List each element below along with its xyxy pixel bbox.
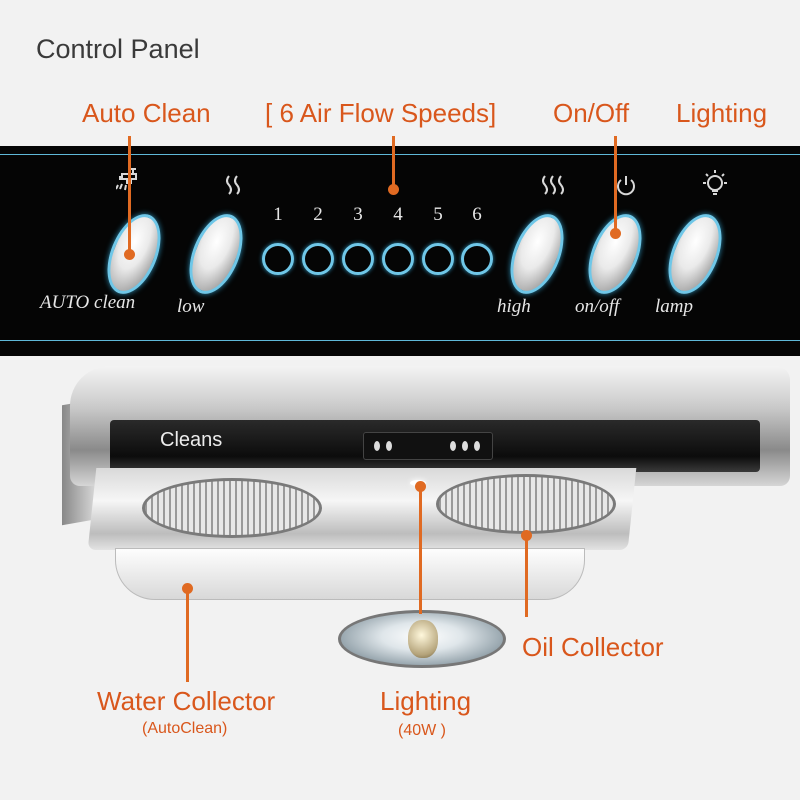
pointer-dot-water-collector xyxy=(182,583,193,594)
mini-button xyxy=(374,441,380,451)
callout-lighting-bottom: Lighting xyxy=(380,686,472,716)
mini-button xyxy=(386,441,392,451)
pointer-dot-oil-collector xyxy=(521,530,532,541)
control-panel: 1 2 3 4 5 6 AUTO clean low high on/off l… xyxy=(0,146,800,356)
pointer-dot-on-off xyxy=(610,228,621,239)
high-airflow-icon xyxy=(540,174,570,202)
low-airflow-icon xyxy=(223,174,245,202)
leader-on-off xyxy=(614,136,617,232)
lightbulb-icon xyxy=(698,168,732,208)
speed-button-5[interactable] xyxy=(422,243,454,275)
leader-air-flow xyxy=(392,136,395,190)
leader-lighting xyxy=(419,488,422,614)
pointer-dot-air-flow xyxy=(388,184,399,195)
page-title: Control Panel xyxy=(36,34,200,64)
callout-oil-collector: Oil Collector xyxy=(522,632,664,662)
mini-button xyxy=(462,441,468,451)
callout-on-off: On/Off xyxy=(553,98,630,128)
fan-right xyxy=(436,474,616,534)
lamp-bulb xyxy=(408,620,438,658)
mini-button xyxy=(450,441,456,451)
label-auto-clean: AUTO clean xyxy=(40,292,136,313)
leader-auto-clean xyxy=(128,136,131,254)
callout-water-collector: Water Collector xyxy=(97,686,276,716)
fan-left xyxy=(142,478,322,538)
panel-border xyxy=(0,154,800,341)
speed-number-5: 5 xyxy=(433,204,443,225)
speed-number-3: 3 xyxy=(353,204,363,225)
water-collector-tray xyxy=(115,548,585,600)
label-low: low xyxy=(177,296,205,317)
leader-water-collector xyxy=(186,590,189,682)
speed-number-4: 4 xyxy=(393,204,403,225)
brand-logo: Cleans xyxy=(160,429,223,451)
speed-number-6: 6 xyxy=(472,204,482,225)
callout-water-collector-sub: (AutoClean) xyxy=(142,720,228,737)
label-on-off: on/off xyxy=(575,296,620,317)
speed-button-2[interactable] xyxy=(302,243,334,275)
callout-lighting-bottom-sub: (40W ) xyxy=(398,722,446,739)
hood-mini-control-panel xyxy=(363,432,493,460)
speed-button-1[interactable] xyxy=(262,243,294,275)
callout-auto-clean: Auto Clean xyxy=(82,98,211,128)
speed-button-3[interactable] xyxy=(342,243,374,275)
pointer-dot-auto-clean xyxy=(124,249,135,260)
label-high: high xyxy=(497,296,531,317)
callout-air-flow-speeds: [ 6 Air Flow Speeds] xyxy=(265,98,497,128)
mini-button xyxy=(474,441,480,451)
speed-number-1: 1 xyxy=(273,204,283,225)
pointer-dot-lighting xyxy=(415,481,426,492)
callout-lighting-top: Lighting xyxy=(676,98,768,128)
faucet-icon xyxy=(115,166,150,202)
speed-button-6[interactable] xyxy=(461,243,493,275)
leader-oil-collector xyxy=(525,537,528,617)
label-lamp: lamp xyxy=(655,296,693,317)
power-icon xyxy=(614,174,638,204)
speed-number-2: 2 xyxy=(313,204,323,225)
speed-button-4[interactable] xyxy=(382,243,414,275)
